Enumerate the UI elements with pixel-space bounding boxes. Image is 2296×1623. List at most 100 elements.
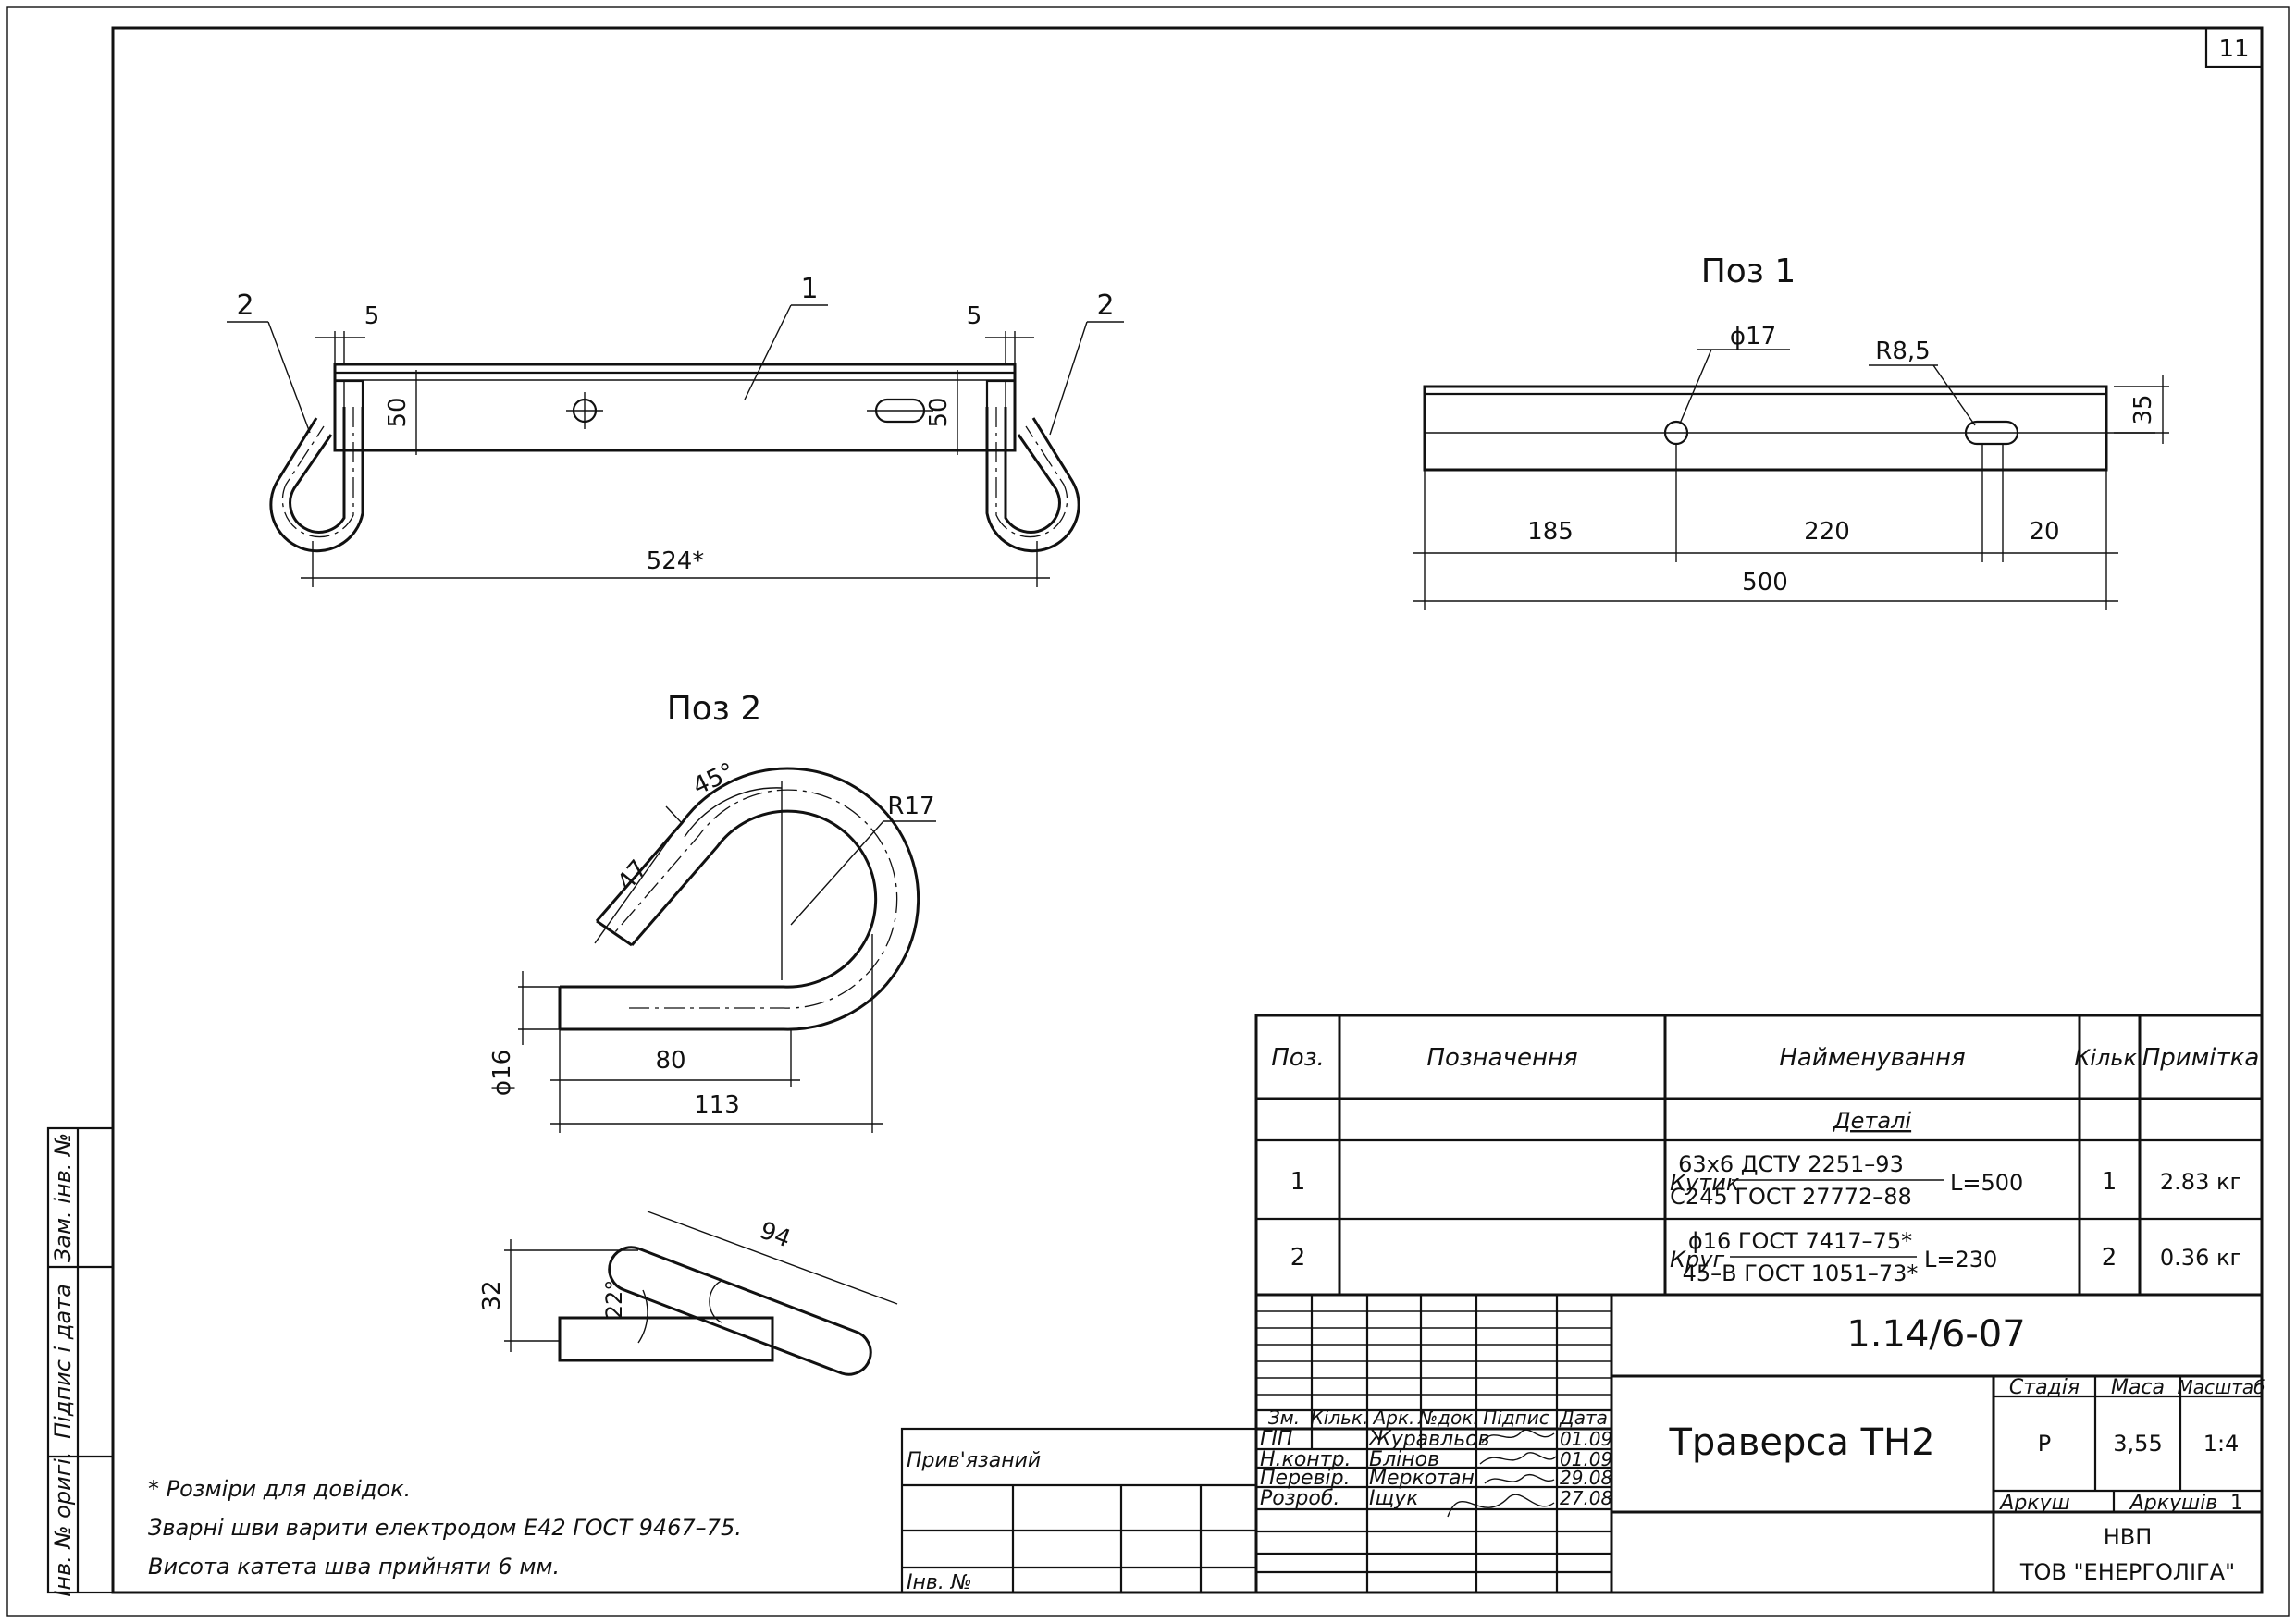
spec-row-2-top: ϕ16 ГОСТ 7417–75* [1688,1228,1912,1254]
dim-right-gap: 5 [967,302,982,330]
dim-pos1-total: 500 [1742,569,1788,596]
note-2: Зварні шви варити електродом Е42 ГОСТ 94… [148,1515,742,1541]
tb-date-3: 29.08 [1560,1467,1612,1489]
pos1-slot [1964,420,2019,446]
pos1-bar [1423,385,2108,472]
dim-left-gap: 5 [364,302,380,330]
dim-pos2-overall: 113 [694,1091,740,1119]
spec-header-qty: Кільк. [2074,1045,2143,1071]
side-stamp: Зам. інв. № Підпис і дата Інв. № оригі. [46,1126,115,1597]
spec-row-2-bottom: 45–В ГОСТ 1051–73* [1683,1260,1919,1286]
dim-pos2-diameter: ϕ16 [488,1050,516,1096]
sheet-number-box: 11 [2204,26,2264,68]
sheet-trim-border [6,6,2290,1617]
inv-label: Інв. № [907,1571,972,1594]
note-3: Висота катета шва прийняти 6 мм. [148,1554,560,1580]
pos2-view: Поз 2 45° R17 47 ϕ16 80 113 [478,690,936,1376]
tb-name-4: Іщук [1369,1487,1419,1510]
callout-left-pos: 2 [236,289,253,322]
tb-scale: 1:4 [2203,1431,2240,1457]
tb-mass-label: Маса [2111,1376,2165,1399]
pos2-side-hook [608,1246,872,1376]
spec-header-designation: Позначення [1426,1044,1577,1072]
left-hook [269,407,364,553]
tb-drawing-code: 1.14/6-07 [1846,1313,2025,1356]
dim-pos2-side-length: 94 [756,1217,795,1254]
tb-name-1: Журавльов [1367,1428,1490,1451]
tb-name-2: Блінов [1369,1448,1439,1471]
attached-label: Прив'язаний [907,1449,1041,1472]
tb-date-4: 27.08 [1560,1487,1612,1509]
pos1-title: Поз 1 [1701,252,1796,290]
side-stamp-zam: Зам. інв. № [50,1133,76,1262]
tb-sheets: 1 [2230,1492,2243,1515]
dim-pos2-angle: 45° [688,757,738,801]
tb-col-kilk: Кільк. [1311,1407,1369,1429]
dim-pos2-radius: R17 [887,793,934,820]
callout-right-pos: 2 [1096,289,1114,322]
tb-stage: Р [2038,1431,2051,1457]
spec-row-1-pos: 1 [1290,1168,1306,1196]
spec-table: Поз. Позначення Найменування Кільк. Прим… [1254,1014,2264,1297]
tb-date-1: 01.09 [1560,1428,1612,1450]
right-hook [985,407,1080,553]
tb-drawing-title: Траверса ТН2 [1668,1421,1934,1464]
tb-sheets-label: Аркушів [2129,1492,2218,1515]
dim-pos2-side-angle: 22° [601,1280,627,1320]
callout-center-pos: 1 [800,273,818,305]
tb-col-pidpys: Підпис [1483,1407,1549,1429]
dim-pos2-side-height: 32 [478,1280,506,1310]
dim-left-height: 50 [384,397,412,427]
tb-org-line2: ТОВ "ЕНЕРГОЛІГА" [2019,1559,2235,1585]
dim-overall-length: 524* [647,547,705,575]
spec-row-1-suffix: L=500 [1950,1170,2023,1196]
tb-mass: 3,55 [2113,1431,2162,1457]
tb-col-zm: Зм. [1268,1407,1300,1429]
tb-col-ndok: №док. [1417,1407,1478,1429]
tb-stage-label: Стадія [2009,1376,2080,1399]
tb-org-line1: НВП [2104,1524,2153,1550]
tb-role-3: Перевір. [1260,1467,1351,1490]
notes: * Розміри для довідок. Зварні шви варити… [148,1476,742,1580]
spec-header-name: Найменування [1779,1044,1965,1072]
tb-date-2: 01.09 [1560,1448,1612,1470]
dim-right-height: 50 [925,397,953,427]
spec-row-1-top: 63х6 ДСТУ 2251–93 [1678,1151,1904,1177]
spec-row-2-prefix: Круг [1670,1247,1724,1273]
dim-pos1-hole: ϕ17 [1730,323,1776,350]
spec-header-pos: Поз. [1271,1044,1325,1072]
side-stamp-inv: Інв. № оригі. [50,1451,76,1596]
spec-row-1-note: 2.83 кг [2160,1169,2241,1195]
angle-bar-body [333,363,1017,452]
tb-role-1: ГІП [1260,1428,1292,1451]
drawing-frame [111,26,2264,1594]
spec-row-2-note: 0.36 кг [2160,1245,2241,1271]
dim-pos1-slot: R8,5 [1875,338,1930,365]
tb-sheet-label: Аркуш [1998,1492,2069,1515]
tb-name-3: Меркотан [1369,1467,1475,1490]
note-1: * Розміри для довідок. [148,1476,411,1502]
dim-pos1-d2: 220 [1804,518,1850,546]
dim-pos1-height: 35 [2129,394,2157,424]
spec-row-1-qty: 1 [2102,1168,2117,1196]
pos2-title: Поз 2 [667,690,762,728]
spec-row-2-qty: 2 [2102,1244,2117,1272]
tb-role-4: Розроб. [1260,1487,1339,1510]
tb-scale-label: Масштаб [2177,1376,2265,1398]
pos1-view: Поз 1 ϕ17 R8,5 35 185 220 20 500 [1413,252,2169,610]
side-stamp-pidpys: Підпис і дата [50,1284,76,1439]
dim-pos1-d1: 185 [1527,518,1574,546]
sheet-number: 11 [2218,35,2249,63]
signature-scribbles [1447,1429,1557,1518]
title-block: Зм. Кільк. Арк. №док. Підпис Дата ГІП Жу… [1254,1293,2265,1594]
dim-pos1-d3: 20 [2029,518,2059,546]
tb-col-ark: Арк. [1372,1407,1415,1429]
spec-row-1-bottom: С245 ГОСТ 27772–88 [1670,1184,1912,1210]
spec-header-note: Примітка [2142,1044,2260,1072]
spec-row-2-pos: 2 [1290,1244,1306,1272]
spec-section-title: Деталі [1833,1108,1912,1134]
attached-stamp: Прив'язаний Інв. № [900,1427,1258,1594]
assembly-view: 2 1 2 5 5 50 50 524* [227,273,1124,587]
spec-row-2-suffix: L=230 [1924,1247,1997,1273]
